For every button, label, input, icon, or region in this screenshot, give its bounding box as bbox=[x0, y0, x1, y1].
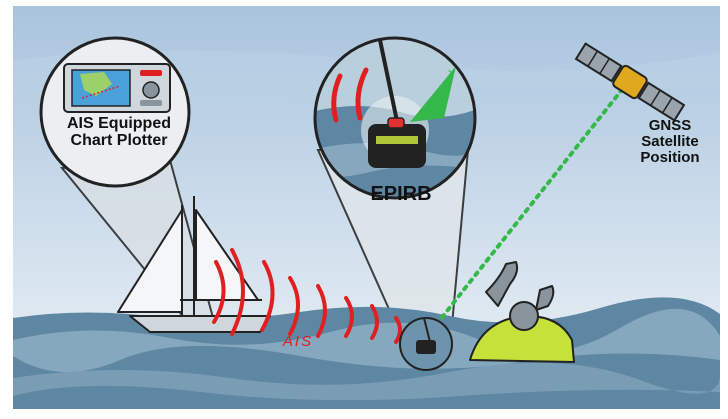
chart-plotter-icon bbox=[63, 63, 171, 113]
ais-signal-arcs bbox=[212, 248, 402, 344]
gnss-label-line3: Position bbox=[640, 148, 700, 166]
person-in-water-icon bbox=[469, 261, 575, 363]
plotter-label-line1: AIS Equipped bbox=[67, 115, 171, 132]
epirb-magnifier bbox=[313, 36, 477, 200]
gnss-label-line2: Satellite bbox=[641, 132, 699, 150]
beacon-zoom-circle bbox=[399, 317, 453, 371]
epirb-icon bbox=[368, 117, 426, 168]
gnss-label-line1: GNSS bbox=[648, 117, 692, 134]
ais-label: AIS bbox=[282, 333, 314, 350]
gnss-label: GNSS Satellite Position bbox=[622, 118, 718, 165]
plotter-label-line2: Chart Plotter bbox=[70, 131, 168, 149]
wave-band bbox=[13, 362, 720, 401]
plotter-label: AIS Equipped Chart Plotter bbox=[44, 115, 194, 150]
epirb-label: EPIRB bbox=[370, 183, 432, 205]
gnss-signal-beam bbox=[430, 80, 630, 332]
satellite-icon bbox=[574, 42, 686, 122]
plotter-magnifier bbox=[39, 36, 191, 188]
